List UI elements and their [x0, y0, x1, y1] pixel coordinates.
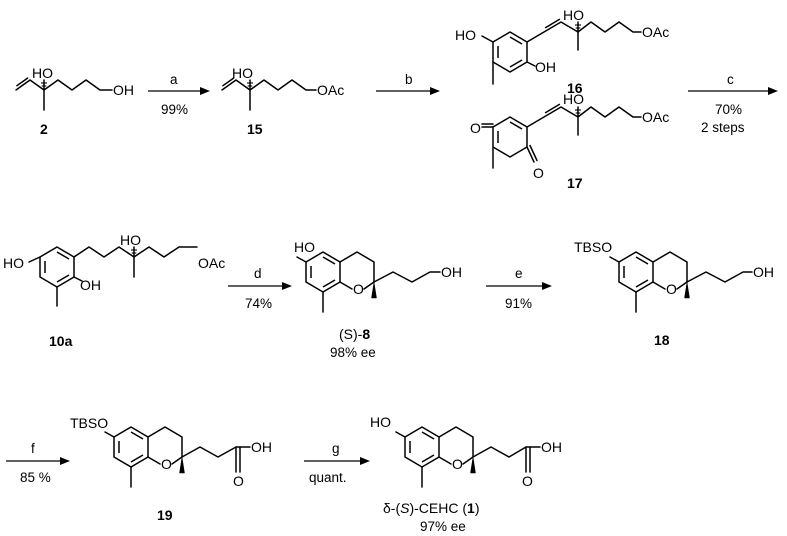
- atom-label-O: O: [161, 456, 172, 472]
- atom-label-O: O: [533, 165, 544, 181]
- atom-label-TBSO: TBSO: [70, 415, 108, 431]
- yield-label-g: quant.: [309, 470, 347, 485]
- atom-label-HO: HO: [294, 239, 315, 255]
- atom-label-O: O: [666, 281, 677, 297]
- reagent-label-c: c: [727, 72, 734, 87]
- atom-label-HO: HO: [563, 91, 584, 107]
- compound-2: HO OH 2: [15, 65, 134, 137]
- atom-label-HO: HO: [120, 232, 141, 248]
- atom-label-OAc: OAc: [317, 82, 344, 98]
- stereo-hash-bond: [41, 82, 47, 90]
- yield-label-d: 74%: [245, 296, 272, 311]
- reagent-label-e: e: [515, 266, 523, 281]
- stereo-wedge-bond: [179, 456, 185, 474]
- reaction-arrow-f: [6, 457, 70, 465]
- compound-number-15: 15: [247, 121, 263, 137]
- reagent-label-f: f: [31, 441, 35, 456]
- compound-label-S-8: (S)-8: [339, 326, 370, 342]
- reagent-label-g: g: [332, 441, 340, 456]
- compound-number-2: 2: [40, 121, 48, 137]
- step-note-c: 2 steps: [701, 120, 745, 135]
- compound-number-10a: 10a: [49, 333, 73, 349]
- atom-label-OH: OH: [80, 277, 101, 293]
- atom-label-O: O: [353, 281, 364, 297]
- yield-label-f: 85 %: [20, 470, 51, 485]
- atom-label-HO: HO: [370, 414, 391, 430]
- compound-number-17: 17: [567, 175, 583, 191]
- compound-19: TBSO O OH O 19: [70, 415, 272, 523]
- atom-label-O: O: [233, 473, 244, 489]
- yield-label-a: 99%: [161, 102, 188, 117]
- ee-label-1: 97% ee: [420, 519, 466, 534]
- atom-label-OAc: OAc: [198, 255, 225, 271]
- atom-label-HO: HO: [563, 7, 584, 23]
- compound-16: HO OH HO OAc 16: [455, 7, 669, 96]
- atom-label-HO: HO: [3, 255, 24, 271]
- atom-label-OH: OH: [753, 264, 774, 280]
- atom-label-OH: OH: [251, 439, 272, 455]
- reaction-arrow-a: [148, 87, 210, 95]
- atom-label-OH: OH: [535, 59, 556, 75]
- reaction-arrow-g: [304, 457, 370, 465]
- atom-label-OH: OH: [441, 264, 462, 280]
- compound-label-CEHC: δ-(S)-CEHC (1): [383, 500, 479, 516]
- atom-label-O: O: [452, 456, 463, 472]
- reagent-label-a: a: [170, 72, 178, 87]
- atom-label-TBSO: TBSO: [574, 239, 612, 255]
- compound-number-16: 16: [567, 80, 583, 96]
- compound-18: TBSO O OH 18: [574, 239, 774, 348]
- compound-number-19: 19: [157, 507, 173, 523]
- reaction-arrow-c: [688, 87, 778, 95]
- atom-label-OH: OH: [541, 439, 562, 455]
- ee-label-8: 98% ee: [330, 345, 376, 360]
- stereo-wedge-bond: [371, 281, 377, 299]
- reagent-label-b: b: [405, 72, 413, 87]
- stereo-wedge-bond: [684, 281, 690, 299]
- reaction-arrow-e: [486, 282, 552, 290]
- yield-label-c: 70%: [715, 102, 742, 117]
- atom-label-HO: HO: [232, 65, 253, 81]
- atom-label-HO: HO: [455, 27, 476, 43]
- atom-label-OAc: OAc: [642, 109, 669, 125]
- reaction-arrow-b: [376, 87, 440, 95]
- compound-10a: HO OH HO OAc 10a: [3, 232, 225, 349]
- atom-label-OAc: OAc: [642, 24, 669, 40]
- atom-label-OH: OH: [113, 82, 134, 98]
- compound-1: HO O OH O δ-(S)-CEHC (1) 97% ee: [370, 414, 562, 534]
- reaction-arrow-d: [228, 282, 292, 290]
- reagent-label-d: d: [254, 266, 262, 281]
- compound-S-8: HO O OH (S)-8 98% ee: [294, 239, 462, 360]
- stereo-wedge-bond: [470, 456, 476, 474]
- compound-15: HO OAc 15: [221, 65, 344, 137]
- atom-label-O: O: [470, 120, 481, 136]
- compound-number-18: 18: [654, 332, 670, 348]
- atom-label-O: O: [522, 473, 533, 489]
- compound-17: O O HO OAc 17: [470, 91, 669, 191]
- yield-label-e: 91%: [505, 296, 532, 311]
- atom-label-HO: HO: [32, 65, 53, 81]
